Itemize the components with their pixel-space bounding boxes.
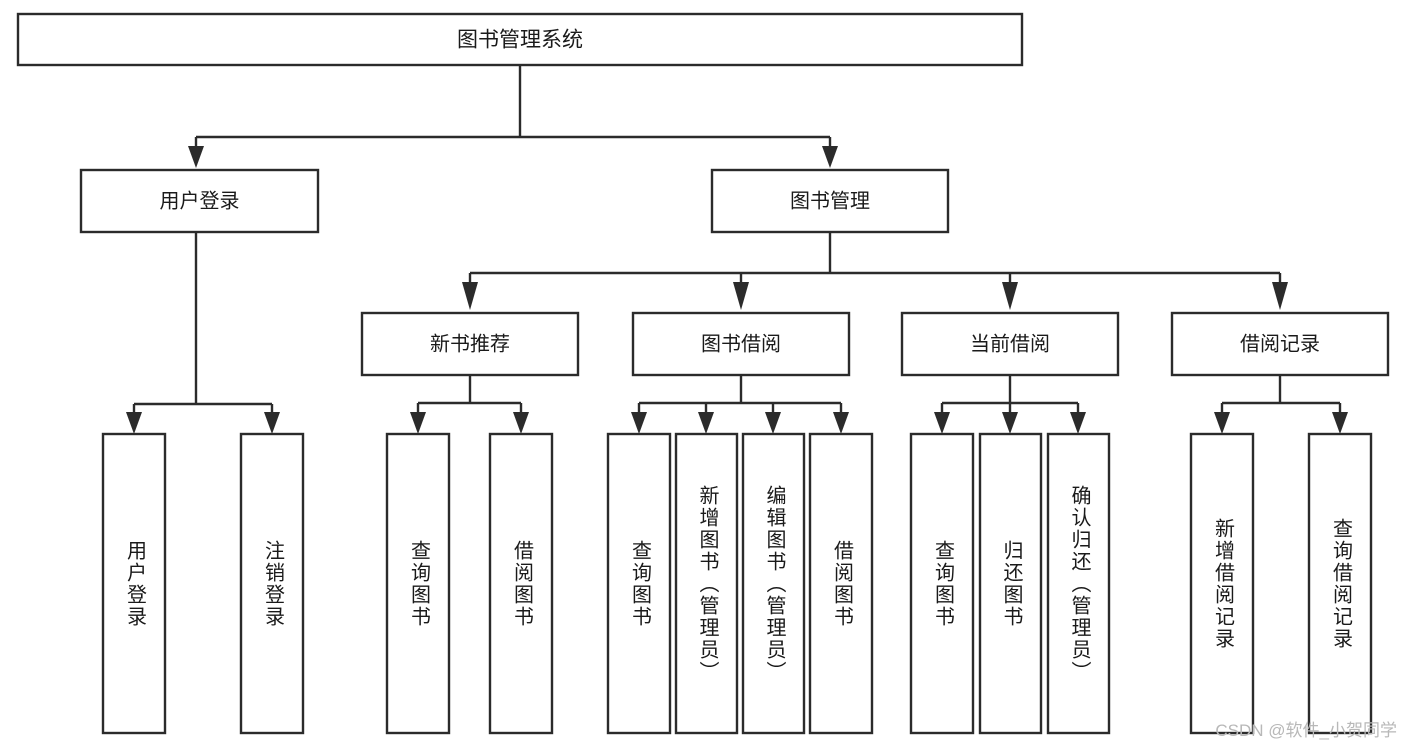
connector-borrow-record-to-leaves bbox=[1214, 375, 1348, 434]
node-new-book-recommend[interactable]: 新书推荐 bbox=[360, 311, 580, 377]
csdn-watermark: CSDN @软件_小贺同学 bbox=[1215, 721, 1397, 740]
leaf-label-current-borrow-0[interactable]: 查询图书 bbox=[931, 539, 954, 628]
connector-new-book-to-leaves bbox=[410, 375, 529, 434]
node-borrow-record[interactable]: 借阅记录 bbox=[1170, 311, 1390, 377]
leaf-label-book-borrow-3[interactable]: 借阅图书 bbox=[830, 539, 853, 628]
connector-book-manage-to-level3 bbox=[462, 232, 1288, 310]
leaf-box-new-book-1[interactable] bbox=[488, 432, 554, 735]
leaf-label-user-login-0[interactable]: 用户登录 bbox=[123, 539, 146, 628]
node-book-borrow[interactable]: 图书借阅 bbox=[631, 311, 851, 377]
leaf-box-user-login-1[interactable] bbox=[239, 432, 305, 735]
connector-user-login-to-leaves bbox=[126, 232, 280, 434]
leaf-label-book-borrow-0[interactable]: 查询图书 bbox=[628, 539, 651, 628]
leaf-box-current-borrow-0[interactable] bbox=[909, 432, 975, 735]
node-new-book-recommend-label: 新书推荐 bbox=[430, 332, 510, 355]
leaf-label-new-book-1[interactable]: 借阅图书 bbox=[510, 539, 533, 628]
connector-root-to-level2 bbox=[188, 65, 838, 168]
leaf-label-current-borrow-2[interactable]: 确认归还（管理员） bbox=[1068, 484, 1090, 683]
leaf-box-book-borrow-1[interactable] bbox=[674, 432, 739, 735]
node-root-label: 图书管理系统 bbox=[457, 29, 583, 52]
node-current-borrow-label: 当前借阅 bbox=[970, 332, 1050, 355]
leaf-label-new-book-0[interactable]: 查询图书 bbox=[407, 539, 430, 628]
node-root[interactable]: 图书管理系统 bbox=[16, 12, 1024, 67]
node-borrow-record-label: 借阅记录 bbox=[1240, 332, 1320, 355]
node-user-login-label: 用户登录 bbox=[160, 189, 240, 212]
leaf-box-new-book-0[interactable] bbox=[385, 432, 451, 735]
leaf-label-borrow-record-0[interactable]: 新增借阅记录 bbox=[1211, 517, 1234, 650]
leaf-label-user-login-1[interactable]: 注销登录 bbox=[261, 539, 284, 628]
node-user-login[interactable]: 用户登录 bbox=[79, 168, 320, 234]
node-current-borrow[interactable]: 当前借阅 bbox=[900, 311, 1120, 377]
node-book-manage-label: 图书管理 bbox=[790, 189, 870, 212]
leaf-box-user-login-0[interactable] bbox=[101, 432, 167, 735]
connector-book-borrow-to-leaves bbox=[631, 375, 849, 434]
leaf-label-book-borrow-1[interactable]: 新增图书（管理员） bbox=[696, 484, 718, 683]
leaf-box-borrow-record-1[interactable] bbox=[1307, 432, 1373, 735]
node-book-borrow-label: 图书借阅 bbox=[701, 332, 781, 355]
leaf-box-current-borrow-2[interactable] bbox=[1046, 432, 1111, 735]
leaf-box-book-borrow-2[interactable] bbox=[741, 432, 806, 735]
node-book-manage[interactable]: 图书管理 bbox=[710, 168, 950, 234]
leaf-box-current-borrow-1[interactable] bbox=[978, 432, 1043, 735]
leaf-label-book-borrow-2[interactable]: 编辑图书（管理员） bbox=[763, 484, 785, 683]
leaf-box-book-borrow-0[interactable] bbox=[606, 432, 672, 735]
leaf-label-borrow-record-1[interactable]: 查询借阅记录 bbox=[1329, 517, 1352, 650]
leaf-label-current-borrow-1[interactable]: 归还图书 bbox=[1000, 539, 1022, 628]
connector-current-borrow-to-leaves bbox=[934, 375, 1086, 434]
leaf-box-book-borrow-3[interactable] bbox=[808, 432, 874, 735]
leaf-box-borrow-record-0[interactable] bbox=[1189, 432, 1255, 735]
